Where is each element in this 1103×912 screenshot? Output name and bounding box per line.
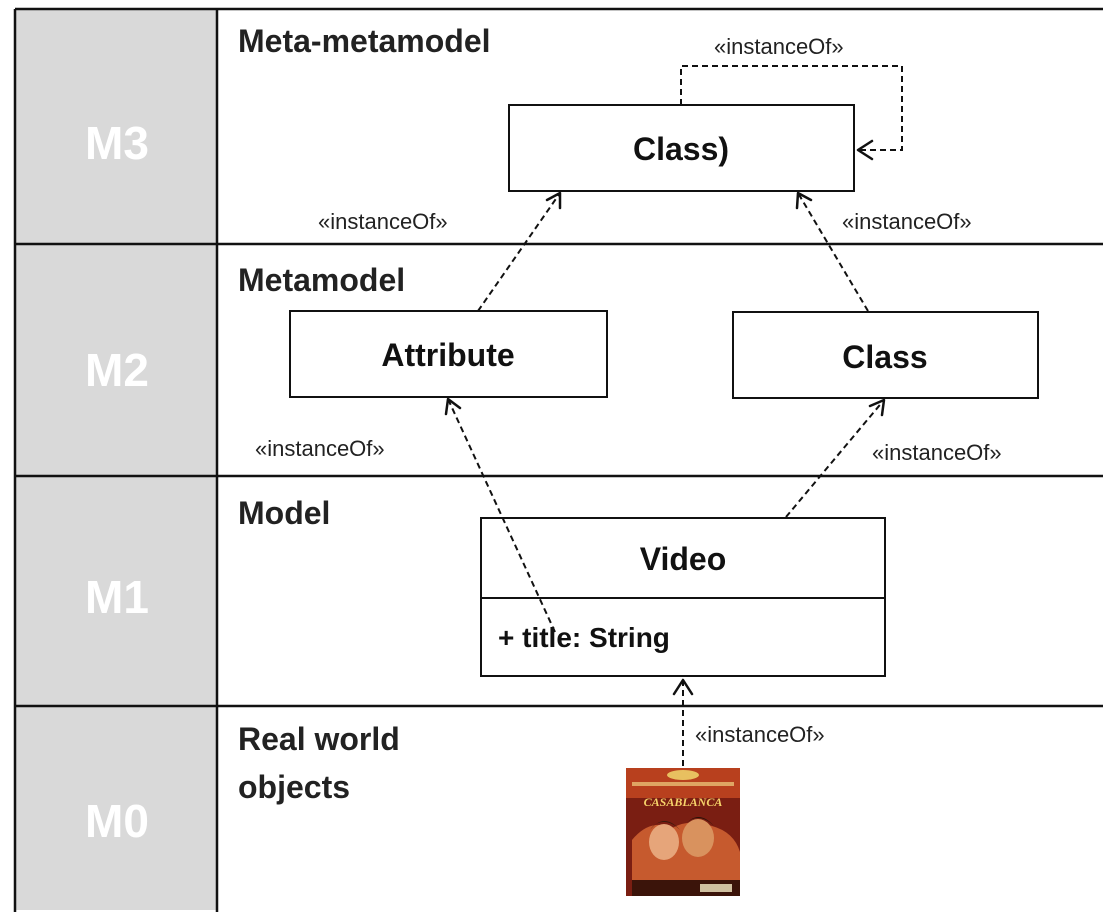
casablanca-poster-image: CASABLANCA bbox=[626, 768, 740, 896]
m1-video-attribute: + title: String bbox=[498, 622, 670, 653]
level-label-m1: M1 bbox=[85, 571, 149, 623]
instanceof-arrow-video-to-class bbox=[785, 398, 886, 518]
level-label-m0: M0 bbox=[85, 795, 149, 847]
instanceof-label-title-to-attribute: «instanceOf» bbox=[255, 436, 385, 461]
instanceof-label-object-to-video: «instanceOf» bbox=[695, 722, 825, 747]
level-title-metamodel: Metamodel bbox=[238, 262, 405, 298]
m1-video-label: Video bbox=[640, 541, 727, 577]
instanceof-label-m3-self: «instanceOf» bbox=[714, 34, 844, 59]
layer-grid bbox=[13, 7, 1103, 912]
poster-title: CASABLANCA bbox=[644, 795, 723, 809]
level-label-m3: M3 bbox=[85, 117, 149, 169]
instanceof-label-video-to-class: «instanceOf» bbox=[872, 440, 1002, 465]
m2-attribute-label: Attribute bbox=[381, 337, 514, 373]
instanceof-label-class-to-class: «instanceOf» bbox=[842, 209, 972, 234]
m2-class-box bbox=[732, 311, 1039, 399]
instanceof-arrow-object-to-video bbox=[672, 678, 694, 766]
level-title-model: Model bbox=[238, 495, 330, 531]
level-band bbox=[16, 10, 217, 910]
instanceof-arrow-attribute-to-class bbox=[477, 191, 562, 312]
m3-class-box bbox=[508, 104, 855, 192]
instanceof-label-attribute-to-class: «instanceOf» bbox=[318, 209, 448, 234]
level-title-real-world-line1: Real world bbox=[238, 721, 400, 757]
m3-class-label: Class) bbox=[633, 131, 729, 167]
m2-attribute-box bbox=[289, 310, 608, 398]
instanceof-arrow-title-to-attribute bbox=[444, 397, 556, 633]
instanceof-arrow-class-to-class bbox=[795, 191, 869, 312]
level-label-m2: M2 bbox=[85, 344, 149, 396]
m2-class-label: Class bbox=[842, 339, 927, 375]
level-title-real-world-line2: objects bbox=[238, 769, 350, 805]
level-title-meta-metamodel: Meta-metamodel bbox=[238, 23, 491, 59]
instanceof-arrow-m3-self bbox=[680, 65, 903, 161]
